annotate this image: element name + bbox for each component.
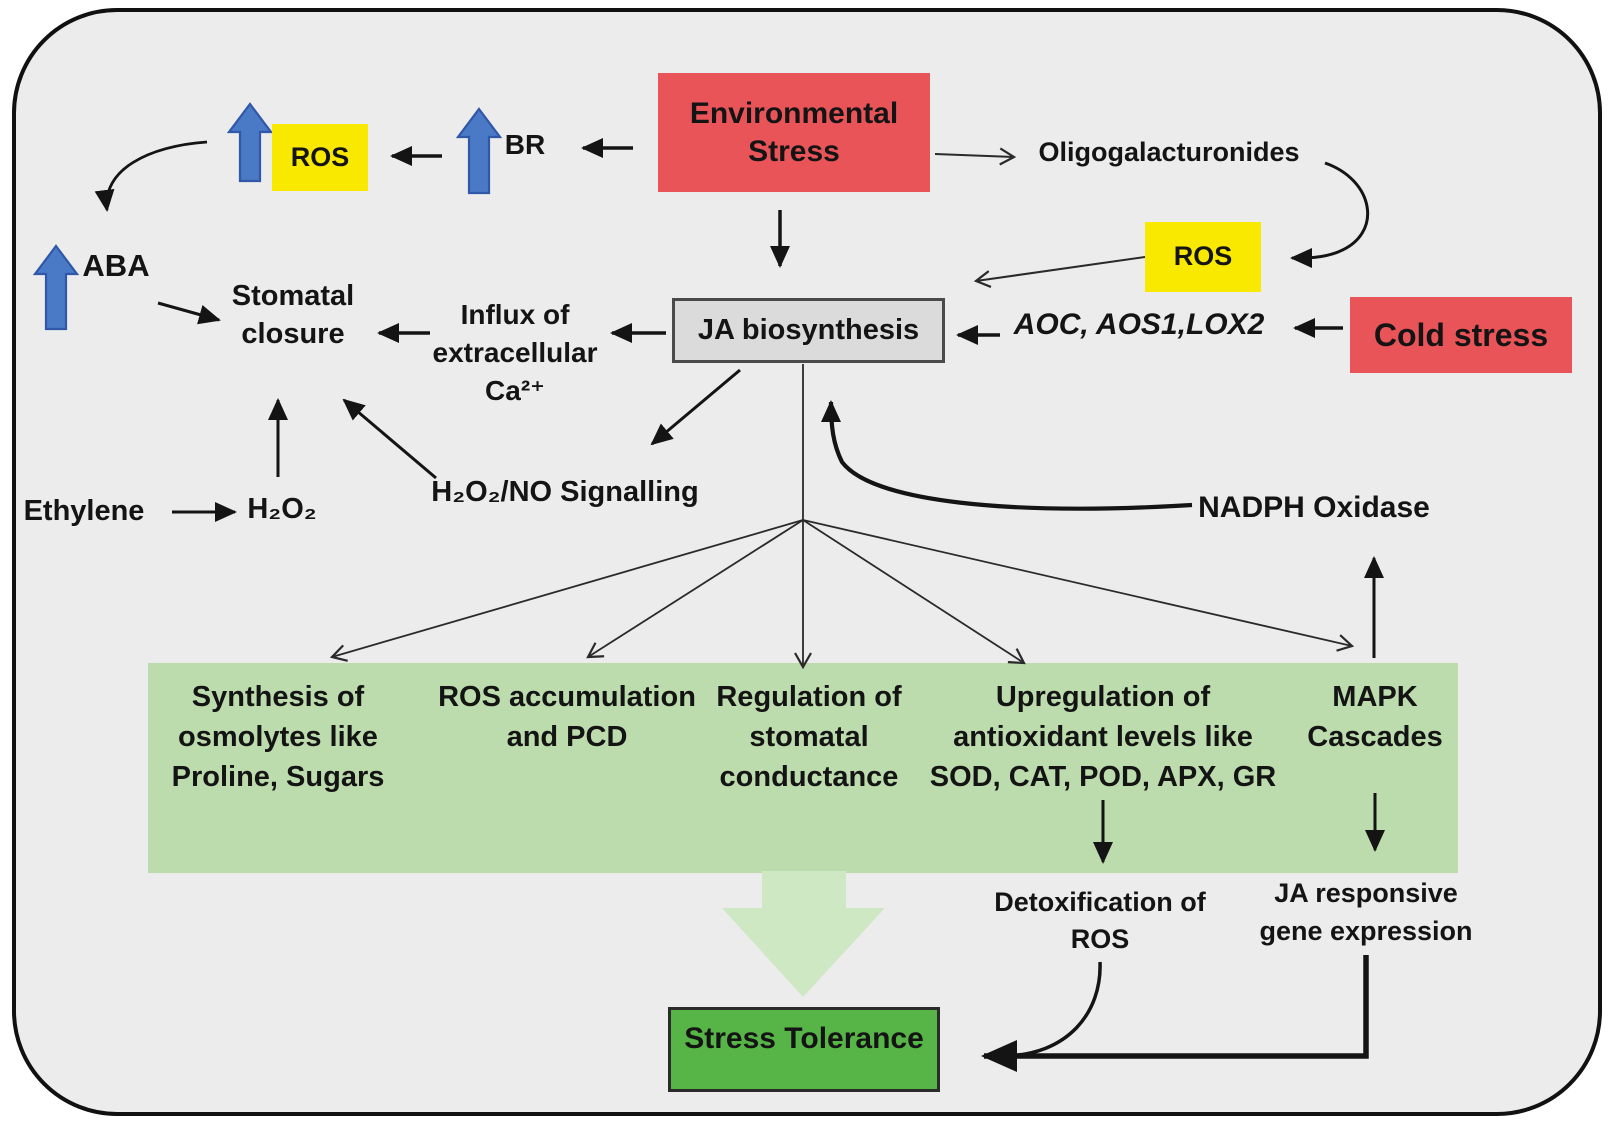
ros-right-label: ROS bbox=[1173, 241, 1233, 272]
detox-ros-label: Detoxification of ROS bbox=[994, 887, 1206, 954]
ros-left-label: ROS bbox=[290, 141, 350, 172]
influx-ca-label: Influx of extracellular Ca²⁺ bbox=[432, 299, 598, 406]
ja-biosynthesis-label: JA biosynthesis bbox=[697, 314, 920, 347]
outcome-ros-pcd: ROS accumulation and PCD bbox=[438, 681, 696, 753]
ethylene-label: Ethylene bbox=[23, 495, 145, 527]
env-stress-label: Environmental Stress bbox=[689, 97, 899, 168]
stress-tolerance-label: Stress Tolerance bbox=[684, 1022, 924, 1055]
aoc-genes-label: AOC, AOS1,LOX2 bbox=[1013, 308, 1265, 341]
outcome-stomatal: Regulation of stomatal conductance bbox=[716, 681, 902, 793]
br-label: BR bbox=[504, 129, 546, 160]
h2o2-no-signalling-label: H₂O₂/NO Signalling bbox=[431, 476, 699, 508]
ja-responsive-label: JA responsive gene expression bbox=[1259, 878, 1473, 946]
oligogalacturonides-label: Oligogalacturonides bbox=[1038, 137, 1300, 167]
outcome-mapk: MAPK Cascades bbox=[1307, 681, 1443, 753]
outcome-osmolytes: Synthesis of osmolytes like Proline, Sug… bbox=[171, 681, 385, 793]
outcome-antioxidant: Upregulation of antioxidant levels like … bbox=[929, 681, 1277, 793]
h2o2-label: H₂O₂ bbox=[247, 493, 317, 525]
outcomes-band bbox=[148, 663, 1458, 873]
stress-tolerance-box: Stress Tolerance bbox=[668, 1007, 940, 1092]
env-stress-box: Environmental Stress bbox=[658, 73, 930, 192]
stomatal-closure-label: Stomatal closure bbox=[231, 280, 355, 350]
nadph-oxidase-label: NADPH Oxidase bbox=[1198, 491, 1430, 524]
cold-stress-box: Cold stress bbox=[1350, 297, 1572, 373]
ja-biosynthesis-box: JA biosynthesis bbox=[672, 298, 945, 363]
cold-stress-label: Cold stress bbox=[1373, 317, 1549, 353]
ros-right-box: ROS bbox=[1145, 222, 1261, 292]
ros-left-box: ROS bbox=[272, 124, 368, 191]
aba-label: ABA bbox=[82, 248, 150, 283]
